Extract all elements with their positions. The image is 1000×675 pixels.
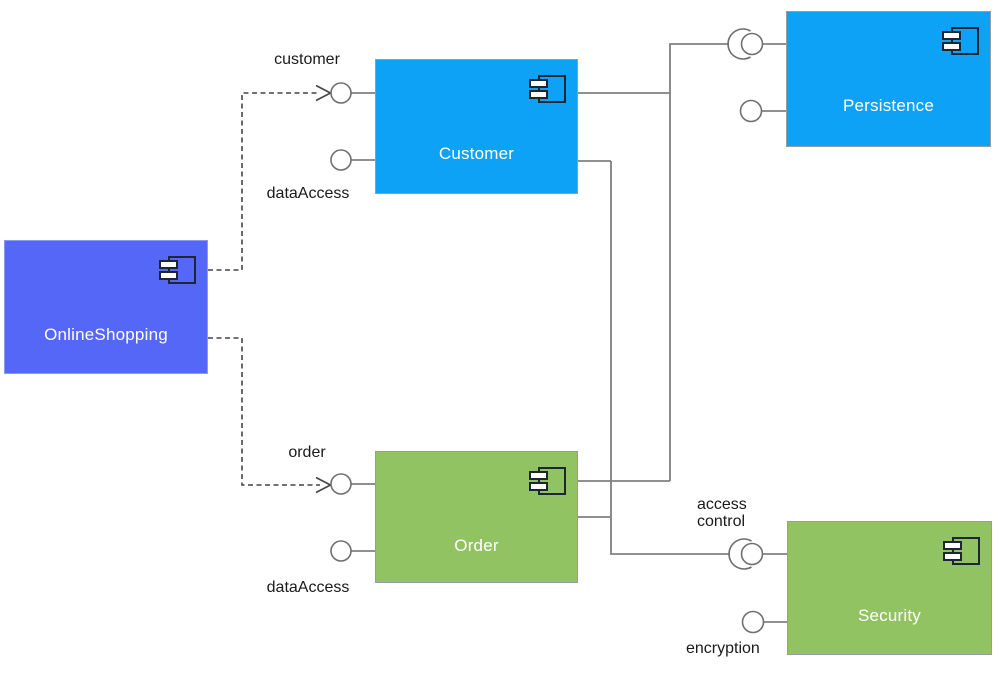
component-icon	[529, 467, 566, 495]
component-icon	[942, 27, 979, 55]
component-icon	[529, 75, 566, 103]
port-persistence-bottom[interactable]	[739, 99, 763, 123]
socket-persistence-required-interface[interactable]	[727, 28, 751, 60]
component-name: Security	[857, 606, 921, 625]
port-order-provided[interactable]	[330, 473, 352, 495]
port-order-dataaccess[interactable]	[330, 540, 352, 562]
label-order-dataaccess: dataAccess	[266, 579, 350, 596]
component-name: Persistence	[842, 96, 935, 115]
port-customer-provided[interactable]	[330, 82, 352, 104]
socket-security-required-interface[interactable]	[728, 538, 752, 570]
component-name: Customer	[438, 144, 515, 163]
label-customer-dataaccess: dataAccess	[266, 185, 350, 202]
arrowhead-customer-dependency	[315, 84, 333, 102]
port-customer-dataaccess[interactable]	[330, 149, 352, 171]
dependency-onlineshopping-to-customer[interactable]	[208, 92, 320, 271]
label-access-control: access control	[697, 496, 747, 530]
component-persistence[interactable]: Persistence	[786, 11, 991, 147]
dependency-onlineshopping-to-order[interactable]	[208, 337, 320, 486]
label-encryption: encryption	[686, 640, 760, 657]
component-order[interactable]: Order	[375, 451, 578, 583]
component-name: Order	[454, 536, 499, 555]
component-onlineshopping[interactable]: OnlineShopping	[4, 240, 208, 374]
component-icon	[943, 537, 980, 565]
connector-shared-vertical-security[interactable]	[610, 161, 730, 555]
label-order-interface: order	[288, 444, 326, 461]
component-name: OnlineShopping	[44, 325, 168, 344]
label-customer-interface: customer	[274, 51, 340, 68]
port-persistence-top[interactable]	[740, 32, 764, 56]
component-security[interactable]: Security	[787, 521, 992, 655]
connector-shared-vertical-persistence[interactable]	[669, 43, 729, 481]
component-customer[interactable]: Customer	[375, 59, 578, 194]
port-security-encryption[interactable]	[741, 610, 765, 634]
component-icon	[159, 256, 196, 284]
port-security-access-control[interactable]	[740, 542, 764, 566]
